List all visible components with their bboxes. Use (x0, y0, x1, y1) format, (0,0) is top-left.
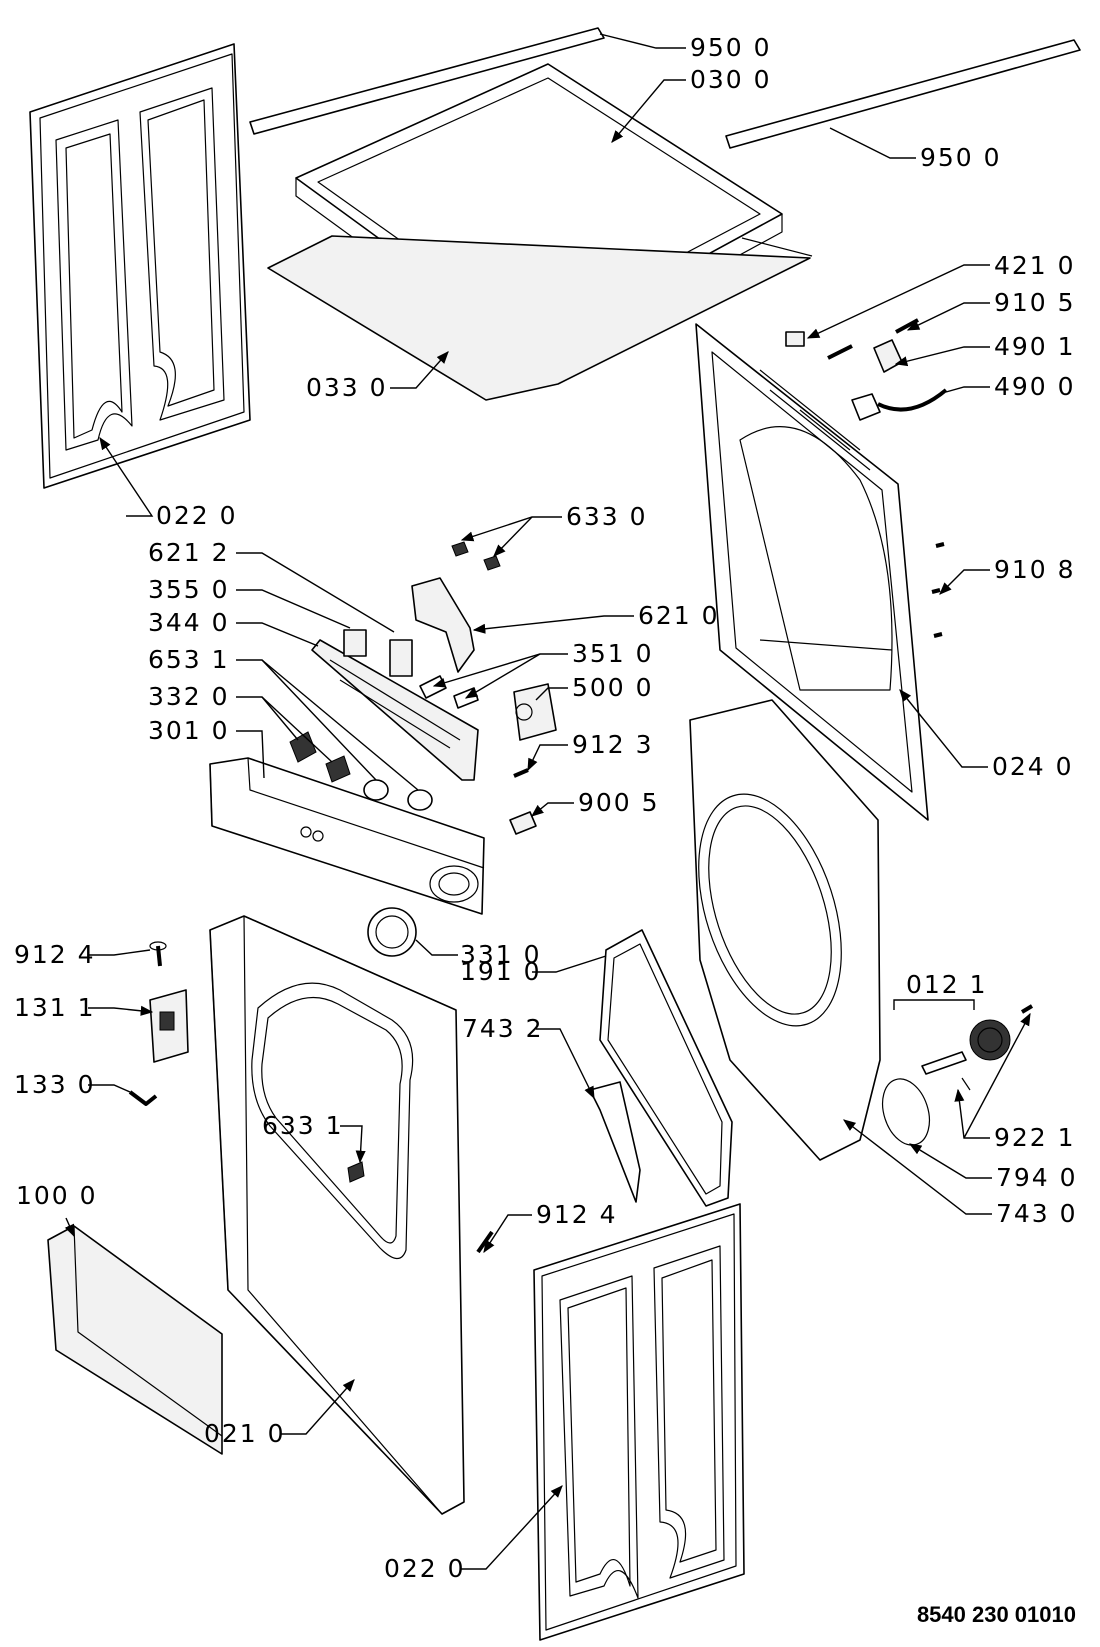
label-355-0: 355 0 (148, 575, 230, 604)
top-underside-panel (267, 235, 813, 401)
hinge-clip (128, 1090, 158, 1106)
label-490-1: 490 1 (994, 332, 1076, 361)
label-131-1: 131 1 (14, 993, 96, 1022)
door-catch (149, 989, 189, 1063)
label-912-4-mid: 912 4 (536, 1200, 618, 1229)
label-794-0: 794 0 (996, 1163, 1078, 1192)
label-021-0: 021 0 (204, 1419, 286, 1448)
label-022-0-bottom: 022 0 (384, 1554, 466, 1583)
timer (513, 683, 557, 741)
screw-910-5-a (827, 344, 853, 360)
top-rail-strip-left (249, 27, 605, 135)
lamp-holder-1 (419, 675, 447, 699)
door-lock-assembly (411, 577, 475, 673)
rear-panel (695, 323, 929, 821)
label-633-0: 633 0 (566, 502, 648, 531)
label-331-0: 331 0 (460, 940, 542, 969)
button-cap-1 (363, 779, 389, 801)
label-743-0: 743 0 (996, 1199, 1078, 1228)
label-490-0: 490 0 (994, 372, 1076, 401)
label-910-8: 910 8 (994, 555, 1076, 584)
label-133-0: 133 0 (14, 1070, 96, 1099)
control-panel-fascia (209, 757, 485, 915)
label-033-0: 033 0 (306, 373, 388, 402)
kick-plate (47, 1225, 223, 1455)
label-022-0-left: 022 0 (156, 501, 238, 530)
top-rail-strip-right (725, 39, 1081, 149)
screws-910-8 (931, 542, 945, 638)
label-912-3: 912 3 (572, 730, 654, 759)
mains-cable (851, 388, 948, 421)
label-950-0-top: 950 0 (690, 33, 772, 62)
label-351-0: 351 0 (572, 639, 654, 668)
label-191-0: 191 0 (460, 957, 542, 986)
cable-clamp (509, 811, 537, 835)
label-922-1: 922 1 (994, 1123, 1076, 1152)
label-012-1: 012 1 (906, 970, 988, 999)
door-microswitch (347, 1161, 365, 1183)
document-number: 8540 230 01010 (917, 1602, 1076, 1627)
label-621-0: 621 0 (638, 601, 720, 630)
programme-knob-1 (289, 731, 317, 763)
screw-912-3 (513, 768, 529, 778)
label-100-0: 100 0 (16, 1181, 98, 1210)
label-030-0: 030 0 (690, 65, 772, 94)
label-633-1: 633 1 (262, 1111, 344, 1140)
screw-912-4-left (149, 941, 167, 967)
label-910-5: 910 5 (994, 288, 1076, 317)
label-500-0: 500 0 (572, 673, 654, 702)
right-side-panel (533, 1203, 745, 1641)
label-653-1: 653 1 (148, 645, 230, 674)
label-421-0: 421 0 (994, 251, 1076, 280)
label-344-0: 344 0 (148, 608, 230, 637)
front-panel (209, 915, 465, 1515)
button-cap-2 (407, 789, 433, 811)
mains-filter (873, 339, 903, 373)
microswitch-2 (483, 555, 501, 571)
fan-pulley-assembly (921, 1004, 1034, 1091)
label-621-2: 621 2 (148, 538, 230, 567)
drive-belt (881, 1078, 931, 1146)
left-side-panel (29, 43, 251, 489)
microswitch-1 (451, 541, 469, 557)
label-743-2: 743 2 (462, 1014, 544, 1043)
leader-lines (64, 33, 1031, 1570)
switch-621-2 (389, 639, 413, 677)
label-332-0: 332 0 (148, 682, 230, 711)
front-bearing-housing (689, 699, 881, 1161)
door-seal (599, 929, 733, 1207)
programme-knob-2 (325, 755, 351, 783)
label-900-5: 900 5 (578, 788, 660, 817)
label-912-4-left: 912 4 (14, 940, 96, 969)
label-301-0: 301 0 (148, 716, 230, 745)
connector-421 (785, 331, 805, 347)
selector-knob (367, 907, 417, 957)
lint-filter (589, 1081, 641, 1203)
switch-355 (343, 629, 367, 657)
control-board (311, 639, 479, 781)
label-024-0: 024 0 (992, 752, 1074, 781)
label-950-0-right: 950 0 (920, 143, 1002, 172)
